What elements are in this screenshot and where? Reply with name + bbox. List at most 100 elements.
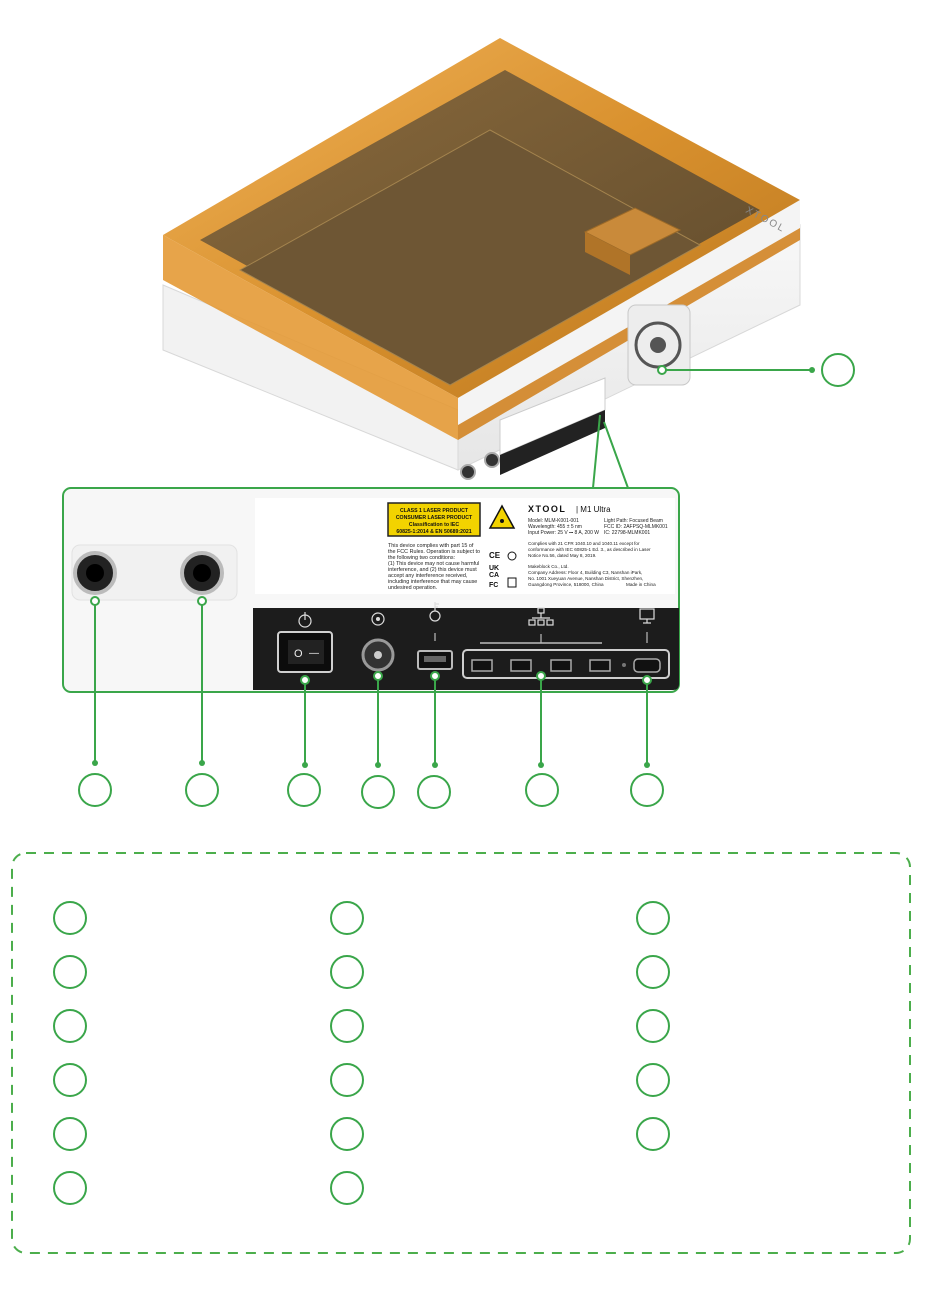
- usb-hub-frame: [462, 649, 670, 679]
- usb-key-port-inner: [424, 656, 446, 662]
- spec-ic: IC: 22798-MLMK001: [604, 530, 650, 536]
- laser-module-side: [585, 232, 630, 275]
- warning-line1: CLASS 1 LASER PRODUCT: [400, 508, 469, 514]
- legend-badge: [636, 1063, 670, 1097]
- recycle-icon: [507, 551, 517, 561]
- usb-key-icon: [429, 602, 441, 622]
- callout-badge-power-switch: [287, 773, 321, 807]
- legend-badge: [330, 901, 364, 935]
- usb-port-1[interactable]: [471, 659, 493, 672]
- callout-badge-air-right: [185, 773, 219, 807]
- legend-badge: [636, 901, 670, 935]
- fcc-line5: interference, and (2) this device must: [388, 567, 477, 573]
- legend-badge: [330, 1009, 364, 1043]
- rear-panel-zoom: CLASS 1 LASER PRODUCT CONSUMER LASER PRO…: [62, 487, 680, 693]
- spec-fcc-id: FCC ID: 2AFPSQ-MLMK001: [604, 524, 668, 530]
- zoom-connector-right: [603, 421, 629, 489]
- fcc-line7: including interference that may cause: [388, 579, 477, 585]
- fcc-line4: (1) This device may not cause harmful: [388, 561, 479, 567]
- zoom-connector-left: [592, 414, 601, 489]
- legend-badge: [330, 1171, 364, 1205]
- usb-hub-icon: [528, 607, 554, 626]
- laser-warning-box: [387, 502, 481, 537]
- spec-addr3: Guangdong Province, 518000, China: [528, 582, 604, 587]
- fcc-line6: accept any interference received,: [388, 573, 468, 579]
- legend-badge: [53, 1117, 87, 1151]
- warning-line3: Classification to IEC: [409, 522, 459, 528]
- callout-end-dots: [92, 760, 650, 768]
- callout-badge-usb-key: [417, 775, 451, 809]
- legend-badge: [636, 1117, 670, 1151]
- legend-badge: [330, 1063, 364, 1097]
- callout-badge-dc-jack: [361, 775, 395, 809]
- switch-on-symbol: —: [309, 648, 319, 659]
- laser-machine: XTOOL: [162, 38, 801, 480]
- legend-badge: [330, 1117, 364, 1151]
- warning-line4: 60825-1:2014 & EN 50689:2021: [396, 529, 471, 535]
- lid-rim-left: [163, 235, 458, 440]
- callout-badges: [78, 773, 664, 809]
- callout-badge-air-left: [78, 773, 112, 807]
- spec-comply1: Complies with 21 CFR 1040.10 and 1040.11…: [528, 541, 640, 546]
- rear-air-port-1: [460, 464, 476, 480]
- callout-dot-fan: [657, 365, 667, 375]
- fcc-line8: undesired operation.: [388, 585, 437, 591]
- status-led: [622, 663, 626, 667]
- fcc-line2: the FCC Rules. Operation is subject to: [388, 549, 480, 555]
- legend-badge: [53, 1009, 87, 1043]
- legend-badge: [53, 1063, 87, 1097]
- legend-badge: [330, 955, 364, 989]
- ce-mark: CE: [489, 551, 501, 560]
- dc-jack-pin: [374, 651, 382, 659]
- air-port-right-inner: [193, 564, 211, 582]
- fcc-line1: This device complies with part 15 of: [388, 543, 474, 549]
- callout-badge-fan: [821, 353, 855, 387]
- callout-badge-usb-hub: [525, 773, 559, 807]
- label-brand: XTOOL: [528, 504, 566, 514]
- spec-model: Model: MLM-K001-001: [528, 518, 579, 524]
- legend-badge: [53, 1171, 87, 1205]
- spec-wavelength: Wavelength: 455 ± 5 nm: [528, 524, 582, 530]
- legend-badge: [636, 1009, 670, 1043]
- laser-hazard-center: [500, 519, 504, 523]
- switch-off-symbol: O: [294, 648, 303, 660]
- spec-addr1: Company Address: Floor 4, Building C3, N…: [528, 570, 642, 575]
- rear-ports-preview: [500, 410, 605, 475]
- callout-lines: [94, 601, 648, 765]
- legend-badge: [636, 955, 670, 989]
- label-model-name: | M1 Ultra: [576, 505, 611, 514]
- legend-box: [11, 852, 911, 1254]
- usb-port-3[interactable]: [550, 659, 572, 672]
- callout-end-fan: [809, 367, 815, 373]
- laser-module: [583, 207, 682, 256]
- rear-air-port-2: [484, 452, 500, 468]
- display-icon: [639, 608, 655, 624]
- power-switch-rocker: [288, 640, 324, 664]
- warning-line2: CONSUMER LASER PRODUCT: [396, 515, 473, 521]
- port-panel: [253, 608, 679, 690]
- fan-hub: [650, 337, 666, 353]
- work-bed: [238, 129, 702, 386]
- spec-light-path: Light Path: Focused Beam: [604, 518, 663, 524]
- laser-hazard-icon: [488, 504, 516, 529]
- spec-made-in: Made in China: [626, 582, 656, 587]
- spec-comply3: Notice No.56, dated May 8, 2019.: [528, 553, 596, 558]
- fcc-mark: FC: [489, 582, 498, 589]
- callout-badge-display: [630, 773, 664, 807]
- usb-port-4[interactable]: [589, 659, 611, 672]
- spec-input: Input Power: 25 V ⎓ 8 A, 200 W: [528, 530, 599, 536]
- air-port-left-inner: [86, 564, 104, 582]
- ukca-mark-top: UK: [489, 565, 499, 572]
- display-port[interactable]: [633, 658, 661, 673]
- legend-badges: [53, 901, 670, 1205]
- legend-badge: [53, 901, 87, 935]
- ukca-mark-bottom: CA: [489, 572, 499, 579]
- spec-maker: Makeblock Co., Ltd.: [528, 564, 569, 569]
- callout-start-dots: [90, 596, 652, 685]
- spec-comply2: conformance with IEC 60825-1 Ed. 3., as …: [528, 547, 651, 552]
- dc-icon-inner: [376, 617, 380, 621]
- usb-port-2[interactable]: [510, 659, 532, 672]
- weee-icon: [507, 577, 517, 588]
- legend-badge: [53, 955, 87, 989]
